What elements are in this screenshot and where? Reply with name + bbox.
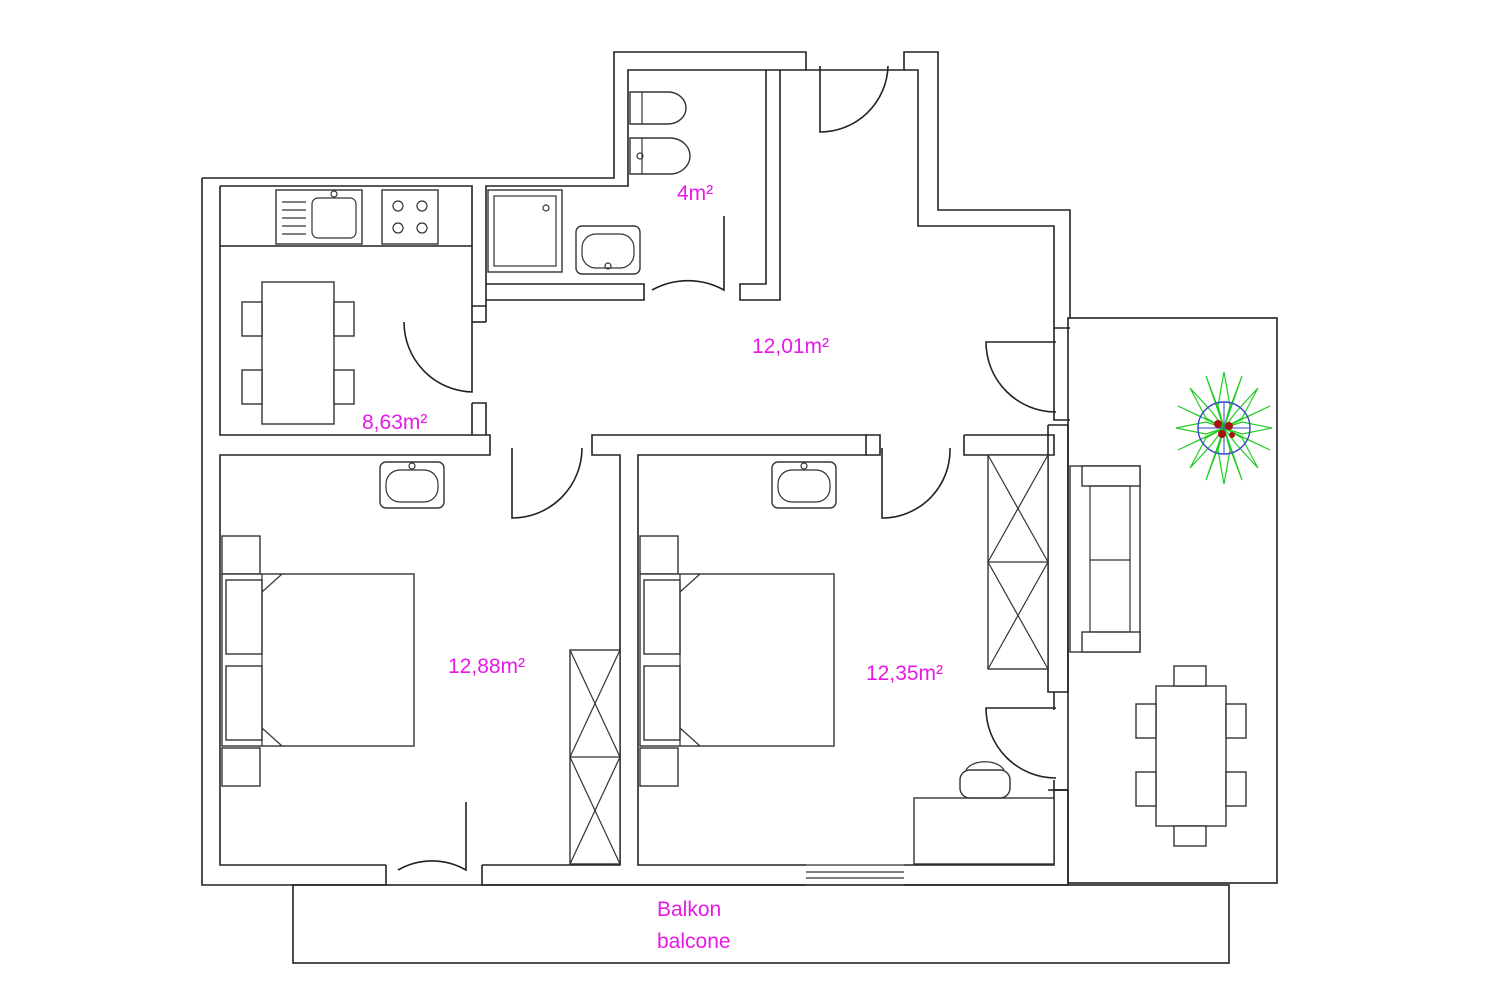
bedroom-2-furniture [639, 454, 1055, 865]
doors [397, 65, 1057, 872]
area-label-bathroom: 4m² [677, 182, 713, 205]
walls [201, 51, 1071, 886]
bathroom-fixtures [487, 91, 691, 275]
plant-icon [1175, 371, 1273, 485]
terrace-furniture [1069, 465, 1247, 847]
area-label-hall: 12,01m² [752, 335, 829, 358]
bedroom-1-furniture [221, 461, 621, 865]
balcony-label-de: Balkon [657, 898, 721, 921]
area-label-bedroom-1: 12,88m² [448, 655, 525, 678]
area-labels: 4m² 12,01m² 8,63m² 12,88m² 12,35m² Balko… [362, 182, 943, 953]
kitchen-fixtures [220, 189, 472, 425]
area-label-bedroom-2: 12,35m² [866, 662, 943, 685]
balcony-bottom [292, 884, 1230, 964]
area-label-kitchen: 8,63m² [362, 411, 427, 434]
balcony-label-it: balcone [657, 930, 731, 953]
